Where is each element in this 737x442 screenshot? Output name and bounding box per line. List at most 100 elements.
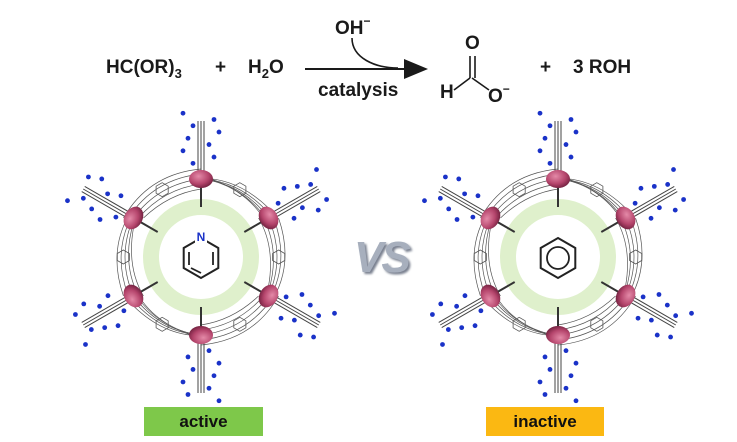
versus-label: VS — [354, 233, 411, 282]
nitrogen-atom — [113, 214, 119, 220]
nitrogen-atom — [332, 310, 337, 316]
framework-pillar — [269, 292, 321, 323]
nitrogen-atom — [83, 342, 88, 347]
framework-linker — [500, 188, 559, 219]
nitrogen-atom — [656, 205, 662, 211]
linker-ring — [233, 182, 247, 198]
nitrogen-atom — [89, 206, 95, 212]
nitrogen-atom — [563, 348, 569, 354]
nitrogen-atom — [190, 367, 196, 372]
nitrogen-atom — [654, 332, 660, 338]
nitrogen-atom — [211, 154, 217, 160]
nitrogen-atom — [206, 385, 212, 391]
nitrogen-atom — [105, 191, 111, 197]
framework-pillar — [439, 295, 491, 326]
nitrogen-atom — [665, 182, 671, 187]
nitrogen-atom — [573, 398, 579, 404]
framework-pillar — [626, 191, 678, 222]
hydroxide-label: OH− — [335, 14, 371, 39]
framework-pillar — [626, 292, 678, 323]
nitrogen-atom — [475, 193, 481, 199]
nitrogen-atom — [462, 293, 468, 299]
nitrogen-atom — [206, 142, 212, 147]
nitrogen-atom — [446, 206, 452, 212]
nitrogen-atom — [65, 198, 70, 204]
linker-ring — [155, 182, 169, 198]
metal-node — [189, 326, 213, 344]
framework-pillar — [266, 298, 318, 329]
inactive-tag: inactive — [486, 407, 604, 436]
nitrogen-atom — [180, 379, 186, 385]
framework-linker — [480, 168, 559, 219]
nitrogen-atom — [568, 117, 574, 122]
nitrogen-atom — [462, 191, 468, 197]
nitrogen-atom — [537, 110, 543, 116]
nitrogen-atom — [668, 334, 673, 340]
linker-ring — [473, 249, 487, 265]
framework-pillar — [81, 191, 133, 222]
nitrogen-atom — [81, 301, 87, 307]
metal-node — [615, 206, 636, 230]
linker-ring — [512, 316, 526, 332]
nitrogen-atom — [211, 117, 217, 122]
pyridine-nitrogen-label: N — [197, 230, 206, 244]
nitrogen-atom — [542, 392, 548, 397]
framework-pillar — [269, 191, 321, 222]
metal-node — [123, 206, 144, 230]
plus-sign-1: + — [215, 57, 227, 78]
framework-pillar — [84, 185, 136, 216]
framework-pillar — [82, 188, 134, 219]
framework-linker — [143, 188, 202, 219]
nitrogen-atom — [537, 379, 543, 385]
metal-node — [546, 326, 570, 344]
nitrogen-atom — [573, 129, 579, 135]
nitrogen-atom — [635, 315, 641, 321]
metal-node — [258, 206, 279, 230]
nitrogen-atom — [651, 183, 657, 189]
nitrogen-atom — [211, 373, 217, 379]
nitrogen-atom — [430, 312, 435, 317]
nitrogen-atom — [454, 217, 460, 222]
nitrogen-atom — [547, 367, 553, 372]
nitrogen-atom — [97, 217, 103, 222]
reactant-water: H2O — [248, 57, 284, 81]
nitrogen-atom — [105, 293, 111, 299]
framework-pillar — [625, 188, 677, 219]
framework-pillar — [623, 298, 675, 329]
framework-pillar — [266, 185, 318, 216]
nitrogen-atom — [291, 215, 297, 221]
nitrogen-atom — [681, 197, 686, 202]
metal-node — [123, 284, 144, 308]
nitrogen-atom — [664, 302, 670, 308]
nitrogen-atom — [294, 183, 300, 189]
formate-O-right: O− — [488, 82, 510, 107]
linker-ring — [512, 182, 526, 198]
nitrogen-atom — [563, 385, 569, 391]
nitrogen-atom — [97, 303, 103, 309]
reactant-orthoformate: HC(OR)3 — [106, 57, 182, 81]
nitrogen-atom — [689, 310, 694, 316]
framework-linker — [200, 295, 279, 346]
linker-ring — [629, 249, 643, 265]
framework-active — [65, 110, 337, 404]
nitrogen-atom — [443, 174, 448, 180]
nitrogen-atom — [275, 200, 281, 206]
nitrogen-atom — [291, 317, 297, 323]
nitrogen-atom — [632, 200, 638, 206]
nitrogen-atom — [422, 198, 427, 204]
nitrogen-atom — [673, 313, 679, 319]
framework-pillar — [439, 188, 491, 219]
nitrogen-atom — [324, 197, 329, 202]
nitrogen-atom — [640, 294, 646, 300]
nitrogen-atom — [470, 214, 476, 220]
framework-linker — [557, 295, 616, 326]
nitrogen-atom — [672, 207, 678, 213]
nitrogen-atom — [316, 313, 322, 319]
nitrogen-atom — [563, 142, 569, 147]
framework-pillar — [438, 292, 490, 323]
framework-pillar — [82, 295, 134, 326]
nitrogen-atom — [281, 185, 287, 191]
framework-pillar — [625, 295, 677, 326]
nitrogen-atom — [307, 302, 313, 308]
linker-ring — [590, 316, 604, 332]
